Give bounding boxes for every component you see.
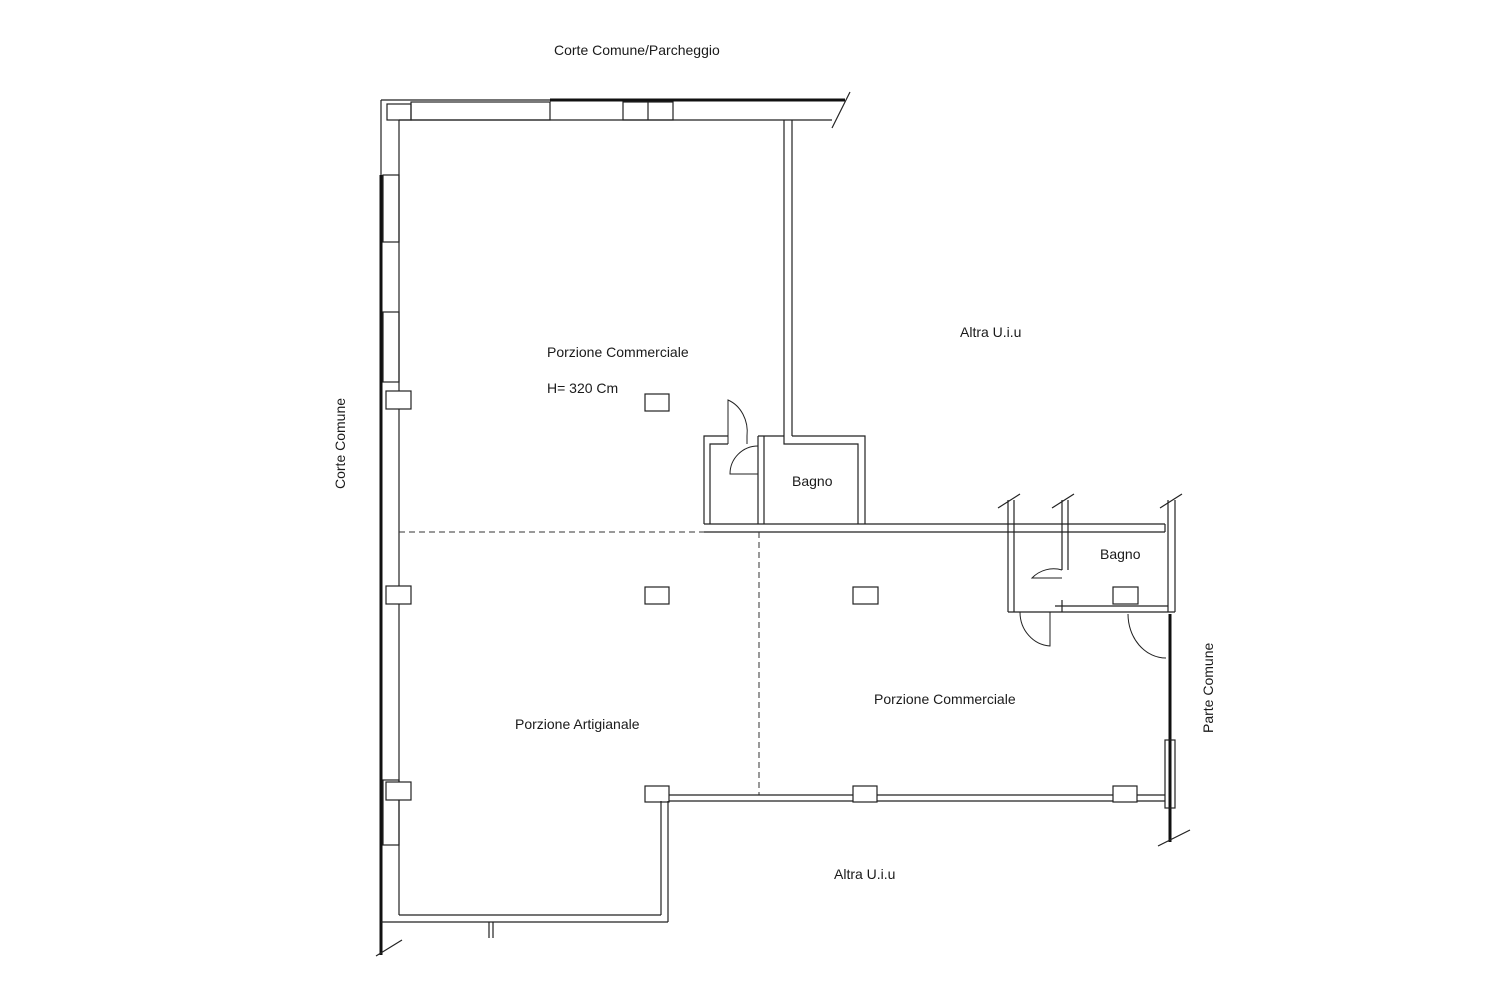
left-window-2 <box>382 311 400 383</box>
label-other-unit-bottom: Altra U.i.u <box>834 866 896 882</box>
antibath-door <box>727 399 748 444</box>
pillar-left-3 <box>385 781 412 801</box>
label-left-courtyard: Corte Comune <box>332 397 348 489</box>
pillar-bath2 <box>1112 586 1139 605</box>
antibath-wall <box>703 435 728 524</box>
label-bathroom-2: Bagno <box>1100 546 1141 562</box>
label-other-unit-top: Altra U.i.u <box>960 324 1022 340</box>
right-window <box>1164 739 1176 809</box>
pillar-center-1 <box>644 393 670 412</box>
top-right-break <box>831 91 851 129</box>
left-window-1 <box>382 174 400 243</box>
bath2-break-3 <box>1159 493 1183 509</box>
right-wall-break <box>1157 829 1191 847</box>
right-entrance-door <box>1127 613 1167 659</box>
pillar-center-3 <box>852 586 879 605</box>
antibath2-door <box>1019 611 1051 647</box>
antibath-wall-inner <box>709 443 728 524</box>
label-artisan: Porzione Artigianale <box>515 716 640 732</box>
label-commercial-bottom: Porzione Commerciale <box>874 691 1016 707</box>
top-corner-block <box>386 103 412 121</box>
label-commercial-top: Porzione Commerciale <box>547 344 689 360</box>
bath2-break-2 <box>1051 493 1075 509</box>
pillar-center-2 <box>644 586 670 605</box>
left-window-3 <box>382 779 400 846</box>
pillar-left-2 <box>385 585 412 605</box>
bath2-door <box>1030 568 1063 579</box>
bathroom-1-wall-outer <box>792 435 866 524</box>
label-bathroom-1: Bagno <box>792 473 833 489</box>
left-bottom-break <box>375 939 403 957</box>
label-right-common: Parte Comune <box>1200 642 1216 733</box>
top-window-1 <box>410 101 551 121</box>
pillar-left-1 <box>385 390 412 410</box>
bathroom-1-wall-inner <box>783 436 859 524</box>
bathroom-1-door <box>729 445 759 475</box>
label-top-courtyard: Corte Comune/Parcheggio <box>554 42 720 58</box>
label-height-note: H= 320 Cm <box>547 380 619 396</box>
pillar-bottom-2 <box>852 785 878 803</box>
pillar-bottom-3 <box>1112 785 1138 803</box>
pillar-bottom-1 <box>644 785 670 803</box>
bath2-break-1 <box>997 493 1021 509</box>
